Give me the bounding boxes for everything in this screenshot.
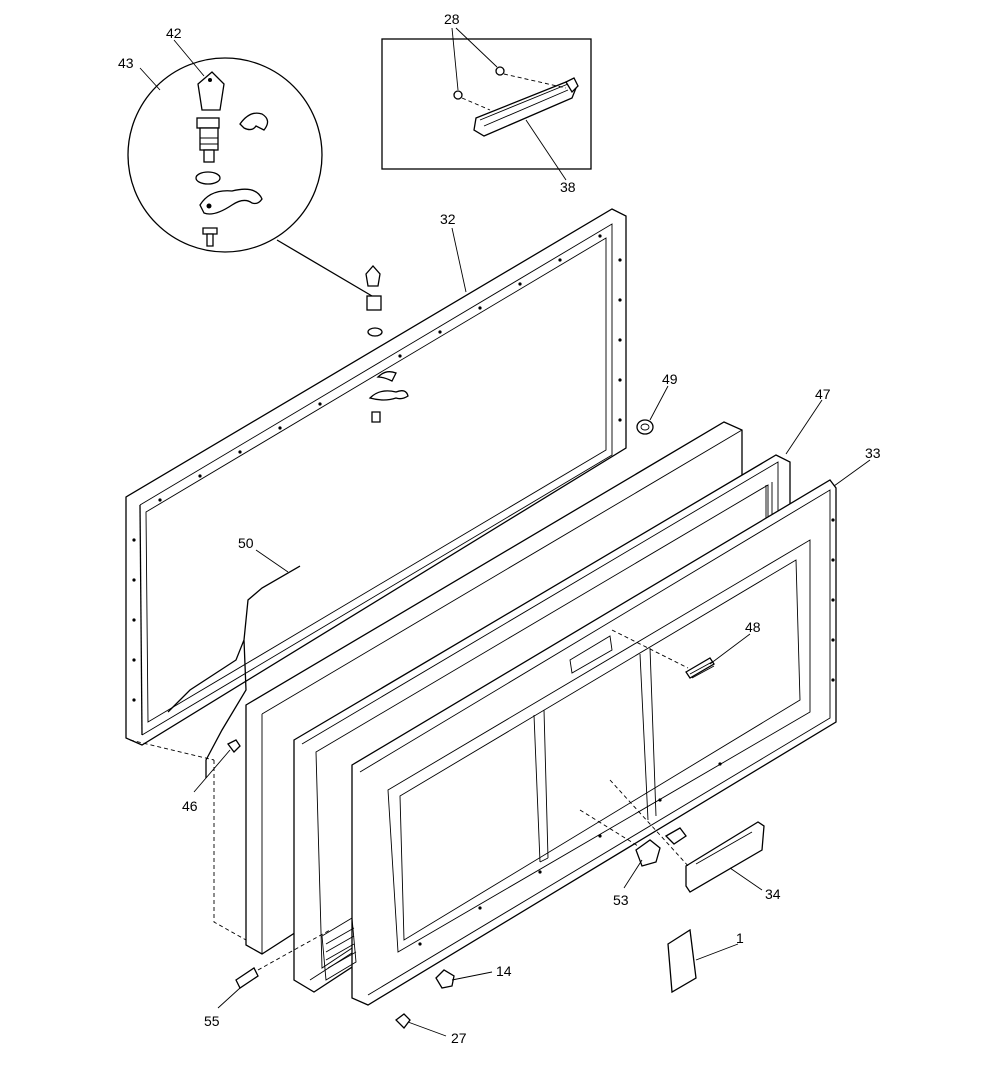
screw-holes <box>132 234 835 946</box>
label-part-46: 46 <box>182 798 198 814</box>
label-part-28: 28 <box>444 11 460 27</box>
detail-leader-line <box>276 239 373 297</box>
plug-49 <box>636 419 654 435</box>
label-part-47: 47 <box>815 386 831 402</box>
part-labels: 42 43 28 38 32 49 47 33 50 48 46 53 34 1… <box>118 11 881 1046</box>
screw-27 <box>395 1013 411 1029</box>
label-part-48: 48 <box>745 619 761 635</box>
screw-46 <box>227 739 241 753</box>
hinge-cover-55 <box>235 967 259 989</box>
label-part-14: 14 <box>496 963 512 979</box>
label-part-32: 32 <box>440 211 456 227</box>
latch-48 <box>685 657 715 679</box>
door-outer-panel <box>125 208 627 746</box>
label-part-53: 53 <box>613 892 629 908</box>
trim-34 <box>685 821 765 893</box>
lock-detail-circle <box>127 57 323 253</box>
label-part-34: 34 <box>765 886 781 902</box>
label-part-49: 49 <box>662 371 678 387</box>
label-part-42: 42 <box>166 25 182 41</box>
label-part-50: 50 <box>238 535 254 551</box>
label-part-55: 55 <box>204 1013 220 1029</box>
leader-lines <box>139 27 871 1037</box>
door-lock-assembly <box>365 265 409 423</box>
door-inner-liner <box>321 479 837 1006</box>
switch-53 <box>635 839 661 867</box>
label-part-27: 27 <box>451 1030 467 1046</box>
clip-14 <box>435 969 455 989</box>
label-part-38: 38 <box>560 179 576 195</box>
label-part-43: 43 <box>118 55 134 71</box>
wire-harness-50 <box>167 565 301 778</box>
card-1 <box>667 928 697 994</box>
label-part-1: 1 <box>736 930 744 946</box>
label-part-33: 33 <box>865 445 881 461</box>
handle-inset-box <box>381 38 592 170</box>
